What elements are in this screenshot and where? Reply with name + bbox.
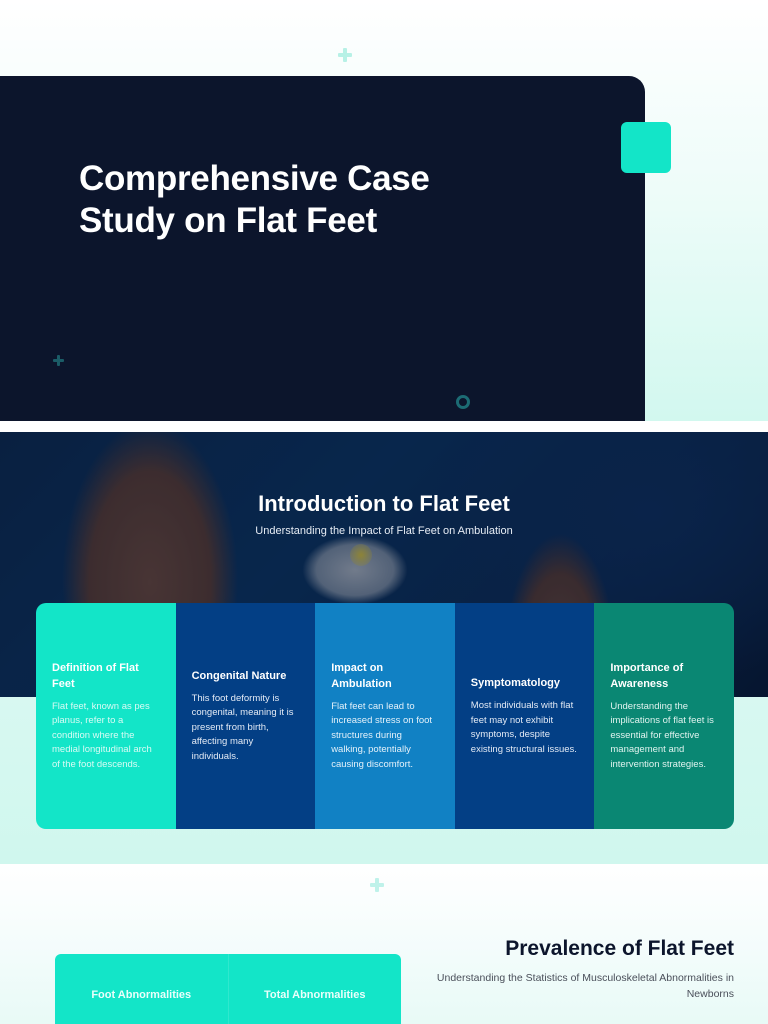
table-header-total-abnormalities: Total Abnormalities (227, 954, 402, 1024)
card-body: This foot deformity is congenital, meani… (191, 692, 294, 762)
section-heading: Prevalence of Flat Feet (505, 937, 734, 960)
info-cards: Definition of Flat Feet Flat feet, known… (36, 603, 734, 829)
section-subheading: Understanding the Impact of Flat Feet on… (255, 525, 513, 537)
slide-title: Comprehensive Case Study on Flat Feet (0, 0, 768, 421)
flower-icon (350, 544, 372, 566)
card-title: Impact on Ambulation (331, 661, 392, 690)
page-title: Comprehensive Case Study on Flat Feet (79, 158, 559, 242)
card-title: Definition of Flat Feet (52, 661, 139, 690)
ring-icon (456, 395, 470, 409)
slide-prevalence: Foot Abnormalities Total Abnormalities P… (0, 864, 768, 1024)
card-title: Importance of Awareness (610, 661, 684, 690)
title-line-2: Study on Flat Feet (79, 201, 377, 240)
card-congenital-nature: Congenital Nature This foot deformity is… (175, 603, 316, 829)
card-impact-on-ambulation: Impact on Ambulation Flat feet can lead … (315, 603, 455, 829)
card-body: Most individuals with flat feet may not … (470, 700, 577, 755)
slide-introduction: Introduction to Flat Feet Understanding … (0, 432, 768, 864)
card-symptomatology: Symptomatology Most individuals with fla… (454, 603, 595, 829)
table-header-foot-abnormalities: Foot Abnormalities (91, 989, 192, 1001)
plus-icon (338, 48, 352, 62)
card-body: Flat feet, known as pes planus, refer to… (52, 700, 152, 770)
card-body: Understanding the implications of flat f… (610, 700, 714, 770)
plus-icon (370, 878, 384, 892)
card-body: Flat feet can lead to increased stress o… (331, 700, 433, 770)
abnormalities-table: Foot Abnormalities Total Abnormalities (55, 954, 401, 1024)
card-importance-of-awareness: Importance of Awareness Understanding th… (594, 603, 734, 829)
accent-square (621, 122, 671, 173)
plus-icon (53, 355, 64, 366)
section-heading: Introduction to Flat Feet (258, 491, 510, 516)
card-title: Congenital Nature (191, 669, 287, 682)
card-definition: Definition of Flat Feet Flat feet, known… (36, 603, 176, 829)
section-subheading: Understanding the Statistics of Musculos… (436, 972, 734, 1000)
card-title: Symptomatology (470, 677, 561, 689)
title-line-1: Comprehensive Case (79, 159, 430, 198)
title-panel (0, 76, 645, 421)
